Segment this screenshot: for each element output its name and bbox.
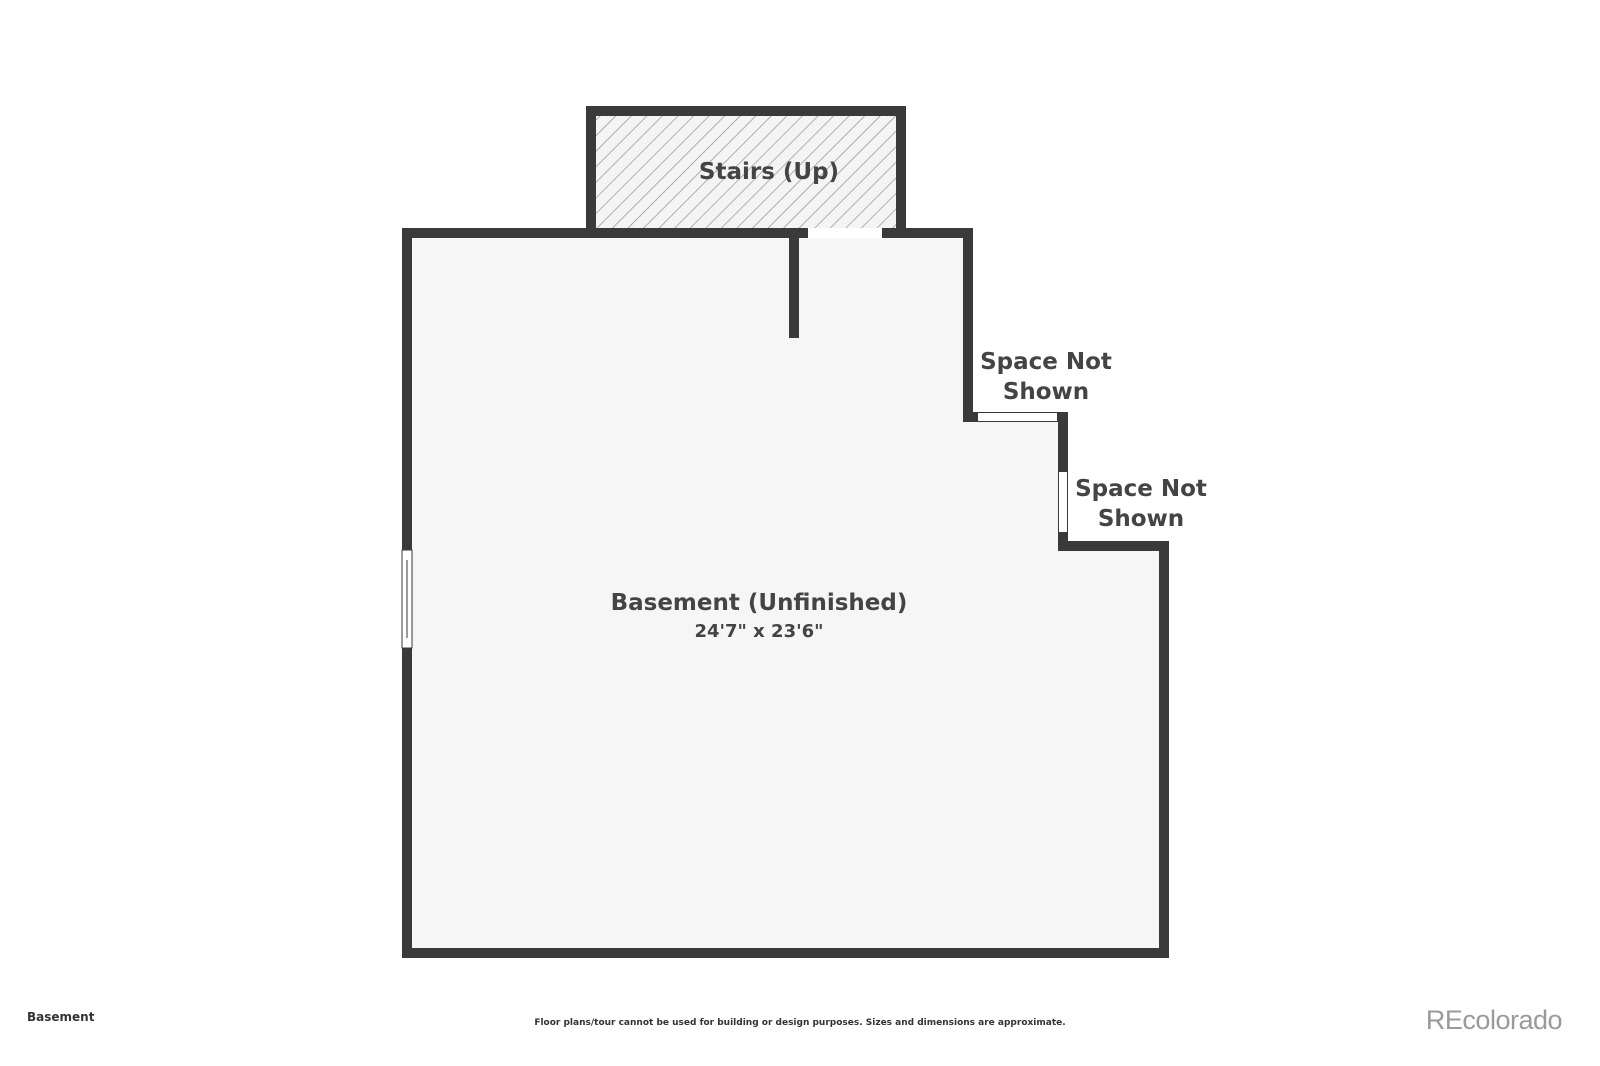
notch-wall-horizontal-2 xyxy=(1058,541,1169,551)
space-not-shown-label-2-line2: Shown xyxy=(1098,506,1184,532)
window xyxy=(401,549,413,649)
stairs-wall-left xyxy=(586,106,596,234)
interior-partition xyxy=(789,228,799,338)
notch-wall-vertical-1 xyxy=(963,228,973,422)
basement-label: Basement (Unfinished) xyxy=(611,590,908,616)
brand-logo: REcolorado xyxy=(1425,1005,1563,1035)
basement-wall-top xyxy=(402,228,972,238)
basement-wall-right xyxy=(1159,543,1169,958)
opening-notch-2 xyxy=(1059,472,1067,532)
stairs-wall-right xyxy=(896,106,906,234)
space-not-shown-label-1-line2: Shown xyxy=(1003,379,1089,405)
stairs-wall-top xyxy=(586,106,906,116)
opening-notch-1 xyxy=(978,413,1057,421)
space-not-shown-label-2-line1: Space Not xyxy=(1075,476,1207,502)
floor-name: Basement xyxy=(27,1010,95,1024)
stairs-hatch xyxy=(594,116,898,228)
space-not-shown-label-1-line1: Space Not xyxy=(980,349,1112,375)
basement-wall-bottom xyxy=(402,948,1169,958)
basement-dimensions: 24'7" x 23'6" xyxy=(694,621,823,642)
stairs-label: Stairs (Up) xyxy=(699,159,839,185)
disclaimer: Floor plans/tour cannot be used for buil… xyxy=(534,1018,1066,1028)
stairs-opening xyxy=(808,228,882,238)
